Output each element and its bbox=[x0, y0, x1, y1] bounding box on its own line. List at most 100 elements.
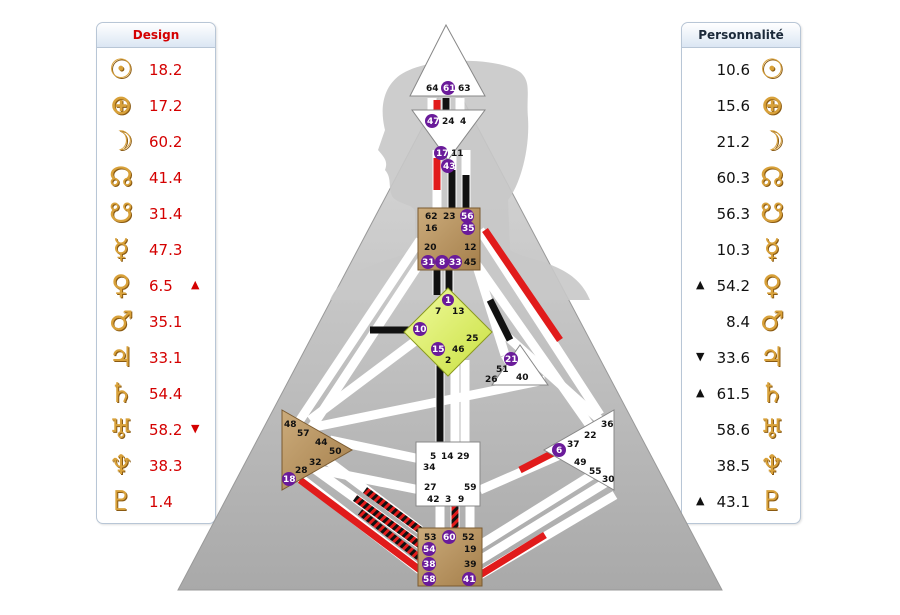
personality-row-saturn[interactable]: ▲61.5♄ bbox=[682, 377, 800, 413]
gate-label: 7 bbox=[435, 307, 441, 317]
personality-value: 10.6 bbox=[716, 61, 750, 79]
gate-label: 26 bbox=[485, 375, 498, 385]
south-node-icon: ☋ bbox=[760, 198, 784, 229]
gate-label: 8 bbox=[439, 258, 445, 268]
neptune-icon: ♆ bbox=[759, 450, 785, 481]
mars-icon: ♂ bbox=[108, 306, 134, 337]
design-row-venus[interactable]: ♀6.5▲ bbox=[97, 269, 215, 305]
personality-row-mars[interactable]: 8.4♂ bbox=[682, 305, 800, 341]
personality-mark: ▼ bbox=[696, 350, 705, 363]
gate-label: 4 bbox=[460, 117, 466, 127]
gate-label: 9 bbox=[458, 495, 464, 505]
activated-channels bbox=[297, 98, 563, 578]
gate-label: 1 bbox=[445, 296, 451, 306]
gate-label: 27 bbox=[424, 483, 437, 493]
personality-row-venus[interactable]: ▲54.2♀ bbox=[682, 269, 800, 305]
personality-row-uranus[interactable]: 58.6 ♅ bbox=[682, 413, 800, 449]
gate-badge bbox=[422, 542, 436, 556]
gate-badge bbox=[282, 472, 296, 486]
gate-label: 59 bbox=[464, 483, 477, 493]
design-row-earth[interactable]: ⊕17.2 bbox=[97, 89, 215, 125]
venus-icon: ♀ bbox=[762, 270, 782, 301]
gate-label: 25 bbox=[466, 334, 479, 344]
design-row-uranus[interactable]: ♅58.2▼ bbox=[97, 413, 215, 449]
gate-label: 54 bbox=[423, 545, 436, 555]
gate-label: 24 bbox=[442, 117, 455, 127]
ajna-gates: 47 24 4 17 11 43 bbox=[425, 114, 466, 173]
gate-badge bbox=[431, 342, 445, 356]
personality-row-jupiter[interactable]: ▼33.6♃ bbox=[682, 341, 800, 377]
gate-badge bbox=[462, 572, 476, 586]
uranus-icon: ♅ bbox=[108, 414, 134, 445]
gate-label: 62 bbox=[425, 212, 438, 222]
pluto-icon: ♇ bbox=[108, 486, 134, 517]
gate-badge bbox=[441, 159, 455, 173]
personality-row-mercury[interactable]: 10.3☿ bbox=[682, 233, 800, 269]
gate-badge bbox=[434, 146, 448, 160]
gate-label: 13 bbox=[452, 307, 465, 317]
design-value: 1.4 bbox=[149, 493, 173, 511]
south-node-icon: ☋ bbox=[109, 198, 133, 229]
gate-label: 44 bbox=[315, 438, 328, 448]
g-gates: 1 7 13 10 25 15 46 2 bbox=[413, 294, 479, 366]
personality-row-pluto[interactable]: ▲43.1♇ bbox=[682, 485, 800, 521]
design-title: Design bbox=[97, 23, 215, 48]
design-row-pluto[interactable]: ♇ 1.4 bbox=[97, 485, 215, 521]
gate-label: 48 bbox=[284, 420, 297, 430]
design-row-saturn[interactable]: ♄54.4 bbox=[97, 377, 215, 413]
gate-label: 42 bbox=[427, 495, 440, 505]
ego-gates: 21 51 26 40 bbox=[485, 352, 529, 385]
design-row-moon[interactable]: ☽60.2 bbox=[97, 125, 215, 161]
personality-row-moon[interactable]: 21.2☽ bbox=[682, 125, 800, 161]
uranus-icon: ♅ bbox=[759, 414, 785, 445]
gate-label: 36 bbox=[601, 420, 614, 430]
design-row-mars[interactable]: ♂35.1 bbox=[97, 305, 215, 341]
gate-badge bbox=[413, 322, 427, 336]
personality-row-south-node[interactable]: 56.3☋ bbox=[682, 197, 800, 233]
design-row-north-node[interactable]: ☊ 41.4 bbox=[97, 161, 215, 197]
gate-label: 16 bbox=[425, 224, 438, 234]
personality-value: 10.3 bbox=[716, 241, 750, 259]
gate-label: 38 bbox=[423, 560, 436, 570]
design-row-jupiter[interactable]: ♃33.1 bbox=[97, 341, 215, 377]
gate-label: 60 bbox=[443, 533, 456, 543]
root-gates: 53 60 52 54 19 38 39 58 41 bbox=[422, 530, 477, 586]
gate-badge bbox=[441, 81, 455, 95]
head-center bbox=[409, 23, 486, 97]
design-value: 41.4 bbox=[149, 169, 183, 187]
north-node-icon: ☊ bbox=[109, 162, 133, 193]
gate-badge bbox=[421, 255, 435, 269]
gate-badge bbox=[460, 209, 474, 223]
gate-label: 46 bbox=[452, 345, 465, 355]
gate-label: 57 bbox=[297, 429, 310, 439]
moon-icon: ☽ bbox=[759, 126, 785, 157]
design-row-south-node[interactable]: ☋31.4 bbox=[97, 197, 215, 233]
gate-label: 37 bbox=[567, 440, 580, 450]
design-row-sun[interactable]: ☉18.2 bbox=[97, 53, 215, 89]
personality-row-north-node[interactable]: 60.3☊ bbox=[682, 161, 800, 197]
personality-row-sun[interactable]: 10.6☉ bbox=[682, 53, 800, 89]
design-row-mercury[interactable]: ☿47.3 bbox=[97, 233, 215, 269]
design-mark: ▲ bbox=[191, 278, 200, 291]
pluto-icon: ♇ bbox=[759, 486, 785, 517]
solar-plexus-center bbox=[542, 409, 615, 491]
design-panel: Design ☉18.2 ⊕17.2 ☽60.2 ☊ 41.4 ☋31.4 ☿47… bbox=[96, 22, 216, 524]
gate-label: 23 bbox=[443, 212, 456, 222]
gate-label: 20 bbox=[424, 243, 437, 253]
personality-mark: ▲ bbox=[696, 386, 705, 399]
personality-panel: Personnalité 10.6☉ 15.6⊕ 21.2☽ 60.3☊ 56.… bbox=[681, 22, 801, 524]
design-row-neptune[interactable]: ♆38.3 bbox=[97, 449, 215, 485]
moon-icon: ☽ bbox=[108, 126, 134, 157]
gate-label: 21 bbox=[505, 355, 518, 365]
design-rows: ☉18.2 ⊕17.2 ☽60.2 ☊ 41.4 ☋31.4 ☿47.3 ♀6.5… bbox=[97, 53, 215, 521]
jupiter-icon: ♃ bbox=[108, 342, 134, 373]
personality-mark: ▲ bbox=[696, 494, 705, 507]
personality-row-earth[interactable]: 15.6⊕ bbox=[682, 89, 800, 125]
gate-label: 14 bbox=[441, 452, 454, 462]
personality-row-neptune[interactable]: 38.5♆ bbox=[682, 449, 800, 485]
gate-label: 34 bbox=[423, 463, 436, 473]
gate-label: 12 bbox=[464, 243, 477, 253]
gate-label: 10 bbox=[414, 325, 427, 335]
personality-value: 58.6 bbox=[716, 421, 750, 439]
gate-badge bbox=[422, 557, 436, 571]
